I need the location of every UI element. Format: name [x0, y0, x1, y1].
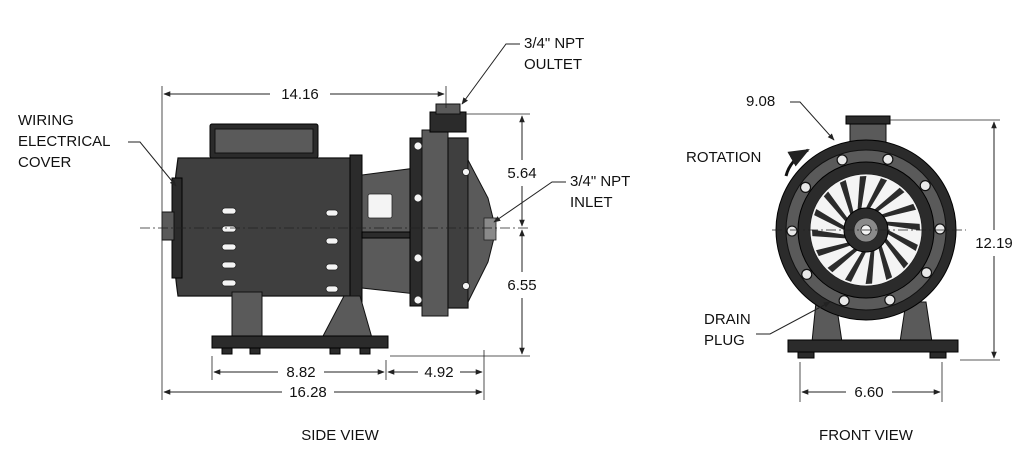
- dim-base-left: 8.82: [286, 364, 315, 381]
- impeller-vane: [866, 178, 888, 209]
- drain-leader: [756, 301, 831, 335]
- impeller-vane: [857, 176, 867, 210]
- front-view: 12.19 6.60 9.08 ROTATION DRAIN PLUG FRON…: [686, 93, 1013, 444]
- wiring-label-line-3: COVER: [18, 154, 72, 171]
- casing-bolt: [920, 267, 933, 279]
- impeller-vane: [812, 229, 846, 239]
- casing-bolts: [786, 153, 946, 307]
- inlet-label-line-1: 3/4" NPT: [570, 173, 630, 190]
- drain-label-line-2: PLUG: [704, 332, 745, 349]
- dim-overall-bottom: 16.28: [289, 384, 327, 401]
- dim-upper-height: 5.64: [507, 165, 536, 182]
- inlet-label-line-2: INLET: [570, 194, 613, 211]
- impeller-vanes: [812, 176, 920, 284]
- casing-bolt: [786, 225, 798, 237]
- wiring-label-line-1: WIRING: [18, 112, 74, 129]
- rotation-arrow-icon: [784, 148, 810, 177]
- impeller-vane: [887, 230, 918, 252]
- casing-bolt: [799, 181, 812, 193]
- impeller-vane: [814, 208, 845, 230]
- diameter-leader: [790, 101, 835, 141]
- dim-front-height: 12.19: [975, 235, 1013, 252]
- impeller-vane: [865, 250, 875, 284]
- impeller-vane: [827, 248, 858, 273]
- wiring-label-line-2: ELECTRICAL: [18, 133, 111, 150]
- impeller-vane: [881, 203, 917, 218]
- dim-lower-height: 6.55: [507, 277, 536, 294]
- outlet-label-line-1: 3/4" NPT: [524, 35, 584, 52]
- outlet-leader: [461, 43, 520, 105]
- pump-head-illustration: [409, 103, 497, 317]
- outlet-label-line-2: OULTET: [524, 56, 582, 73]
- dim-front-diameter: 9.08: [746, 93, 775, 110]
- motor-base-illustration: [211, 291, 389, 355]
- side-view-caption: SIDE VIEW: [301, 427, 379, 444]
- dim-base-right: 4.92: [424, 364, 453, 381]
- dim-front-base: 6.60: [854, 384, 883, 401]
- front-view-caption: FRONT VIEW: [819, 427, 914, 444]
- impeller-vane: [878, 245, 893, 281]
- casing-bolt: [884, 294, 896, 306]
- impeller-vane: [886, 221, 920, 231]
- impeller-vane: [874, 187, 905, 212]
- impeller-vane: [839, 179, 854, 215]
- impeller-vane: [884, 238, 909, 269]
- motor-illustration: [161, 123, 423, 304]
- casing-bolt: [919, 180, 931, 192]
- side-view: 14.16 5.64 6.55 8.82 4.92 16.28 WIRING E…: [18, 35, 630, 444]
- impeller-vane: [823, 191, 848, 222]
- casing-bolt: [934, 223, 946, 235]
- drain-label-line-1: DRAIN: [704, 311, 751, 328]
- impeller-vane: [844, 251, 866, 282]
- casing-bolt: [882, 153, 894, 165]
- inlet-leader: [493, 181, 566, 223]
- rotation-label: ROTATION: [686, 149, 761, 166]
- impeller-vane: [815, 242, 851, 257]
- dim-overall-top: 14.16: [281, 86, 319, 103]
- casing-bolt: [836, 154, 848, 166]
- wiring-leader: [128, 141, 177, 187]
- casing-bolt: [838, 295, 850, 307]
- casing-bolt: [801, 268, 813, 280]
